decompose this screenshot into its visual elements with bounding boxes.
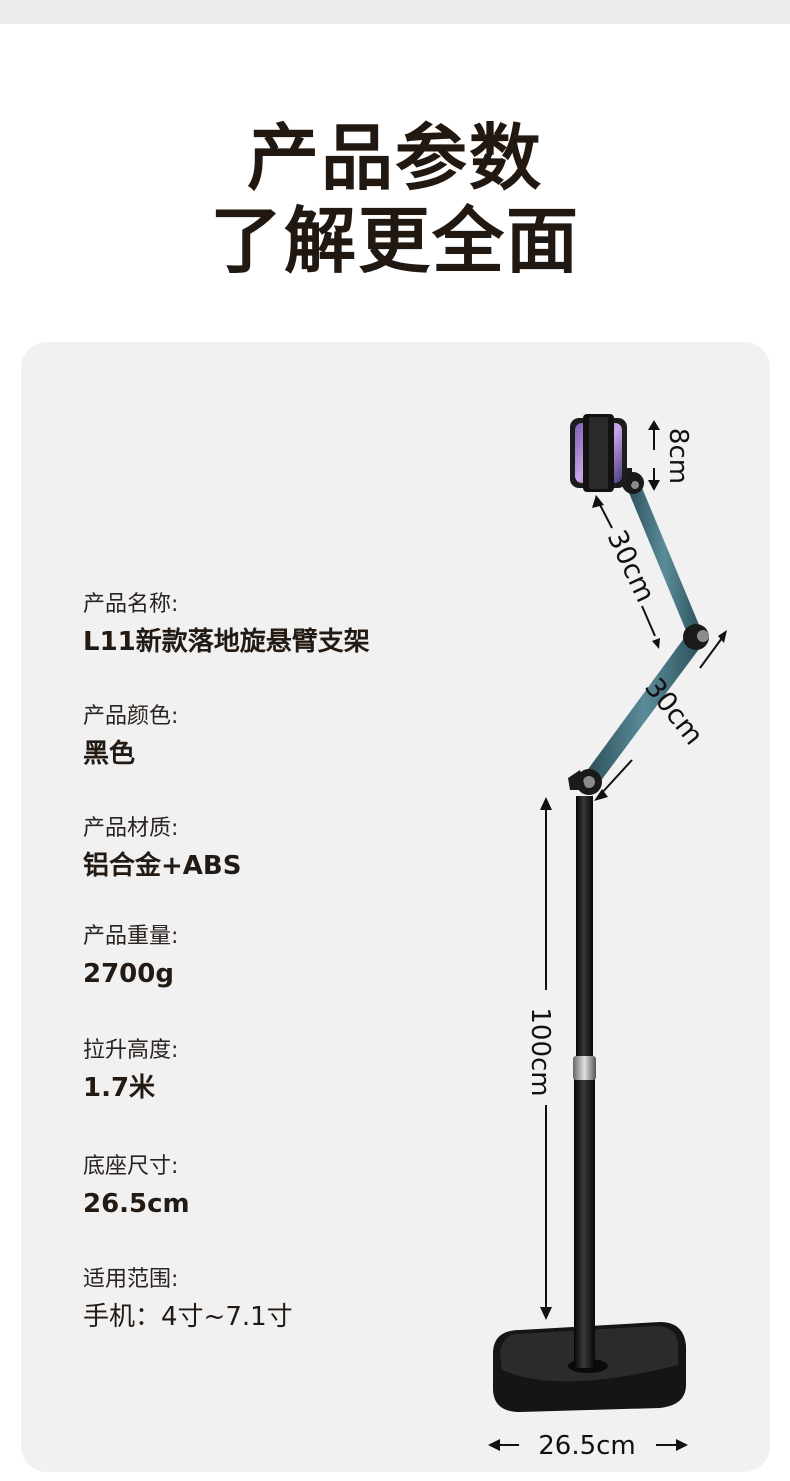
- top-band: [0, 0, 790, 24]
- spec-value: L11新款落地旋悬臂支架: [83, 627, 370, 657]
- spec-value: 黑色: [83, 739, 136, 769]
- spec-weight: 产品重量: 2700g: [83, 924, 178, 989]
- spec-value: 手机：4寸~7.1寸: [83, 1302, 293, 1332]
- spec-label: 拉升高度:: [83, 1038, 179, 1063]
- spec-label: 适用范围:: [83, 1267, 179, 1292]
- spec-lift-height: 拉升高度: 1.7米: [83, 1038, 178, 1103]
- spec-value: 1.7米: [83, 1073, 156, 1103]
- spec-compatibility: 适用范围: 手机：4寸~7.1寸: [83, 1267, 293, 1332]
- spec-label: 产品材质:: [83, 816, 179, 841]
- spec-label: 产品重量:: [83, 924, 179, 949]
- spec-product-name: 产品名称: L11新款落地旋悬臂支架: [83, 592, 370, 657]
- spec-value: 铝合金+ABS: [83, 851, 242, 881]
- spec-label: 产品颜色:: [83, 704, 179, 729]
- spec-material: 产品材质: 铝合金+ABS: [83, 816, 241, 881]
- spec-label: 产品名称:: [83, 592, 179, 617]
- spec-value: 26.5cm: [83, 1189, 190, 1219]
- spec-base-size: 底座尺寸: 26.5cm: [83, 1154, 190, 1219]
- spec-value: 2700g: [83, 959, 174, 989]
- spec-color: 产品颜色: 黑色: [83, 704, 178, 769]
- page-title: 产品参数: [246, 116, 543, 200]
- spec-label: 底座尺寸:: [83, 1154, 179, 1179]
- page-subtitle: 了解更全面: [209, 199, 580, 283]
